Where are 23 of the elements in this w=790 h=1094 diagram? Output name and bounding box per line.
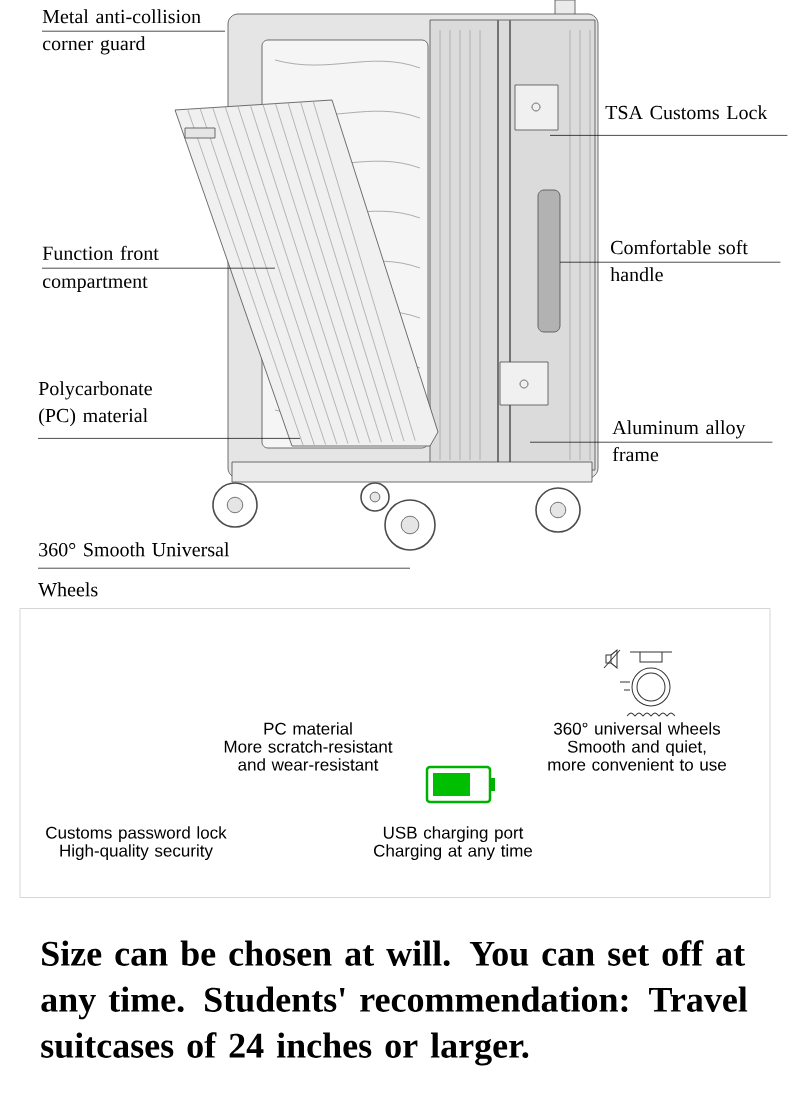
feature-text: PC material xyxy=(264,722,352,735)
leader-line xyxy=(41,267,276,269)
feature-text: Smooth and quiet, more convenient to use xyxy=(548,740,726,771)
caption: Size can be chosen at will. You can set off at any time. Students' recommendation: Travel suitcases of 24 inches or larger. xyxy=(41,940,748,1066)
callout-label: Aluminum alloy frame xyxy=(612,420,746,462)
callout-label: Comfortable soft handle xyxy=(610,240,748,282)
callout-label: Metal anti-collision corner guard xyxy=(42,9,201,55)
feature-text: More scratch-resistant and wear-resistant xyxy=(224,740,393,771)
callout-label: Polycarbonate (PC) material xyxy=(38,381,152,427)
feature-text: USB charging port xyxy=(383,826,524,843)
feature-text: High-quality security xyxy=(60,844,213,861)
leader-line xyxy=(529,441,773,443)
leader-line xyxy=(41,30,226,32)
callout-label: TSA Customs Lock xyxy=(605,105,768,120)
leader-line xyxy=(37,567,411,569)
feature-text: Customs password lock xyxy=(46,826,227,843)
leader-line xyxy=(549,135,788,136)
callout-label: 360° Smooth Universal Wheels xyxy=(38,542,230,597)
leader-line xyxy=(37,438,301,439)
feature-text: 360° universal wheels xyxy=(553,722,721,735)
callout-label: Function front compartment xyxy=(42,245,159,293)
leader-line xyxy=(559,261,781,263)
feature-text: Charging at any time xyxy=(374,844,533,861)
